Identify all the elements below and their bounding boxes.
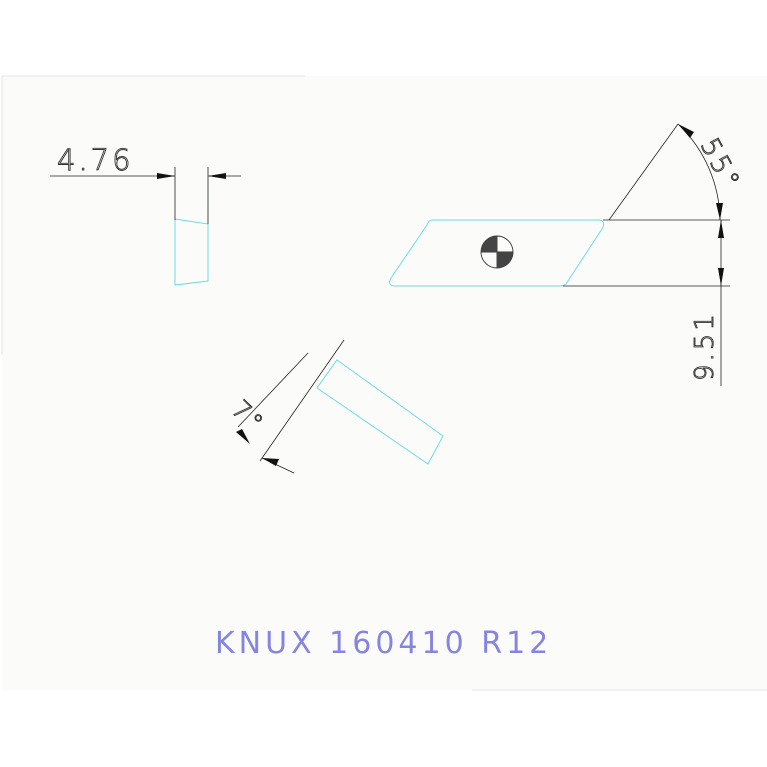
insert-side-profile [174,218,209,286]
height-arrowhead-bottom [718,268,724,286]
drawing-title: KNUX 160410 R12 [215,626,552,661]
insert-section-profile [316,359,444,465]
side-view: 4.76 [50,143,241,286]
section-arrowhead-upper [236,429,250,444]
insert-top-outline [389,219,605,287]
arc-arrowhead-bottom [716,203,723,220]
arrowhead-left [157,173,175,179]
center-mark-symbol [480,235,514,269]
section-extension-short [237,352,309,428]
angle-extension-inclined [608,123,679,221]
paper-sheet [2,76,767,690]
arrowhead-right [208,173,226,179]
arc-arrowhead-top [678,124,694,138]
section-extension-long [259,339,345,462]
thickness-dimension-label: 4.76 [57,143,134,177]
section-arrowhead-lower [262,458,279,466]
height-arrowhead-top [718,220,724,238]
inscribed-circle-dimension-label: 9.51 [690,311,720,381]
